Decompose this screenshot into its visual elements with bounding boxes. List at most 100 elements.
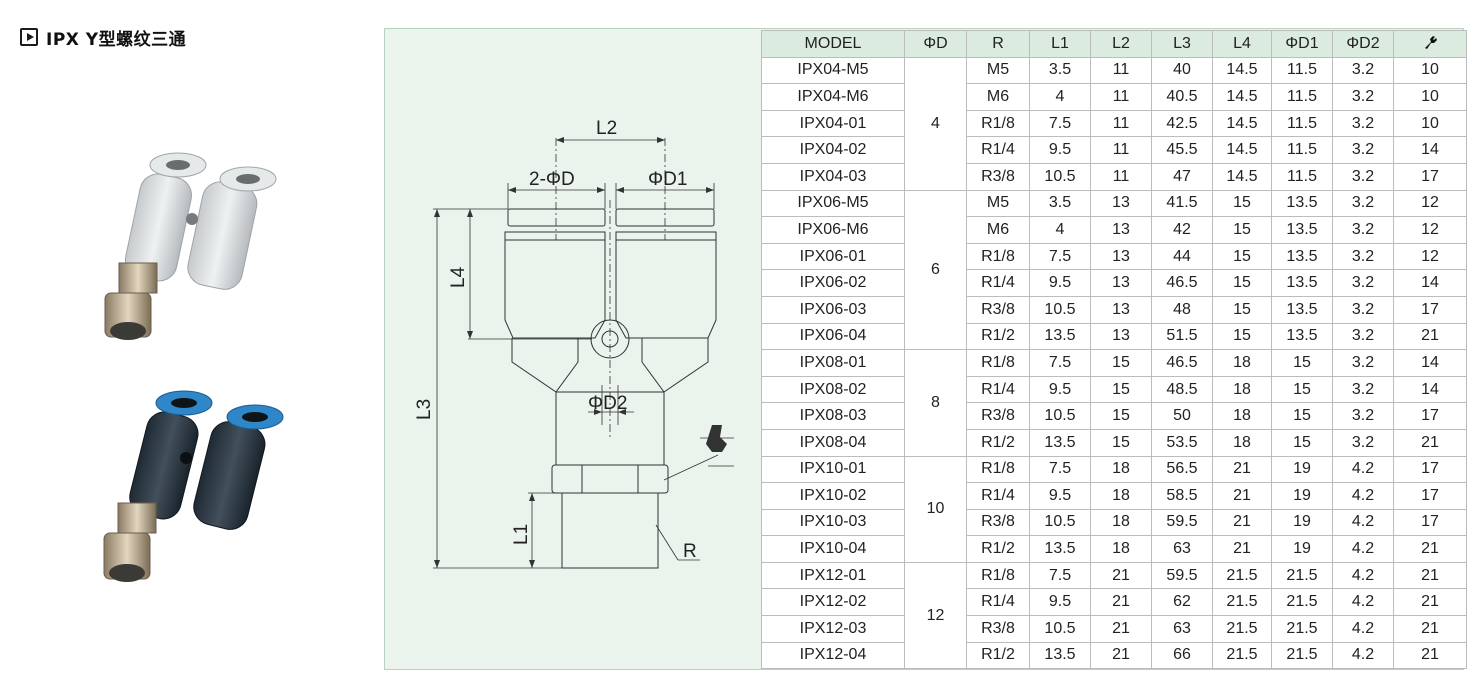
label-l1: L1 [511, 524, 532, 545]
cell-l1: 10.5 [1029, 615, 1091, 643]
cell-l4: 18 [1212, 428, 1272, 457]
cell-phi-d1: 21.5 [1271, 615, 1333, 643]
cell-r: R1/8 [966, 109, 1030, 138]
cell-model: IPX04-M5 [761, 56, 905, 85]
cell-l1: 9.5 [1029, 588, 1091, 617]
cell-wrench: 21 [1393, 641, 1467, 670]
cell-phi-d1: 19 [1271, 455, 1333, 484]
cell-phi-d1: 19 [1271, 535, 1333, 563]
cell-l2: 11 [1090, 162, 1152, 191]
cell-model: IPX06-M6 [761, 216, 905, 244]
cell-l1: 13.5 [1029, 322, 1091, 351]
cell-l4: 15 [1212, 216, 1272, 244]
label-phi-d1: ΦD1 [648, 169, 687, 190]
cell-model: IPX08-03 [761, 402, 905, 430]
cell-phi-d1: 13.5 [1271, 322, 1333, 351]
cell-l2: 13 [1090, 322, 1152, 351]
cell-r: M5 [966, 189, 1030, 218]
cell-phi-d2: 3.2 [1332, 375, 1394, 404]
label-r: R [683, 541, 697, 562]
cell-l4: 21.5 [1212, 615, 1272, 643]
play-icon [20, 28, 38, 46]
cell-l2: 11 [1090, 83, 1152, 111]
cell-l3: 46.5 [1151, 269, 1213, 297]
cell-l4: 15 [1212, 242, 1272, 271]
cell-l2: 15 [1090, 349, 1152, 377]
cell-l3: 58.5 [1151, 482, 1213, 510]
cell-model: IPX10-03 [761, 508, 905, 537]
cell-l1: 9.5 [1029, 375, 1091, 404]
cell-r: R1/2 [966, 641, 1030, 670]
cell-l1: 4 [1029, 83, 1091, 111]
title-text: IPX Y型螺纹三通 [46, 29, 187, 50]
cell-phi-d2: 4.2 [1332, 615, 1394, 643]
section-title: IPX Y型螺纹三通 [20, 26, 187, 50]
cell-l2: 21 [1090, 561, 1152, 590]
cell-phi-d1: 11.5 [1271, 136, 1333, 164]
header-phi-d1: ΦD1 [1271, 30, 1333, 58]
cell-r: R1/2 [966, 322, 1030, 351]
cell-r: M6 [966, 83, 1030, 111]
cell-l2: 21 [1090, 588, 1152, 617]
cell-wrench: 17 [1393, 295, 1467, 324]
cell-model: IPX08-04 [761, 428, 905, 457]
cell-l1: 9.5 [1029, 482, 1091, 510]
header-l2: L2 [1090, 30, 1152, 58]
cell-phi-d2: 3.2 [1332, 189, 1394, 218]
cell-l3: 47 [1151, 162, 1213, 191]
cell-model: IPX08-02 [761, 375, 905, 404]
cell-wrench: 14 [1393, 349, 1467, 377]
cell-wrench: 12 [1393, 242, 1467, 271]
cell-phi-d1: 19 [1271, 482, 1333, 510]
cell-model: IPX04-01 [761, 109, 905, 138]
cell-model: IPX06-04 [761, 322, 905, 351]
cell-wrench: 10 [1393, 109, 1467, 138]
cell-wrench: 21 [1393, 561, 1467, 590]
cell-l4: 15 [1212, 295, 1272, 324]
cell-l4: 21.5 [1212, 588, 1272, 617]
cell-phi-d2: 3.2 [1332, 295, 1394, 324]
cell-l3: 44 [1151, 242, 1213, 271]
cell-l2: 13 [1090, 242, 1152, 271]
cell-l3: 53.5 [1151, 428, 1213, 457]
cell-l3: 45.5 [1151, 136, 1213, 164]
cell-r: R3/8 [966, 295, 1030, 324]
cell-l4: 14.5 [1212, 162, 1272, 191]
cell-l2: 13 [1090, 189, 1152, 218]
cell-l1: 7.5 [1029, 455, 1091, 484]
header-l3: L3 [1151, 30, 1213, 58]
cell-l2: 11 [1090, 56, 1152, 85]
cell-r: R1/8 [966, 242, 1030, 271]
cell-model: IPX06-01 [761, 242, 905, 271]
cell-l2: 18 [1090, 455, 1152, 484]
product-image-grey [104, 152, 277, 340]
cell-wrench: 10 [1393, 83, 1467, 111]
cell-l2: 13 [1090, 269, 1152, 297]
cell-l3: 40 [1151, 56, 1213, 85]
label-l2: L2 [596, 118, 617, 139]
cell-phi-d2: 3.2 [1332, 349, 1394, 377]
cell-l3: 51.5 [1151, 322, 1213, 351]
cell-l4: 15 [1212, 189, 1272, 218]
cell-wrench: 14 [1393, 136, 1467, 164]
cell-r: R3/8 [966, 402, 1030, 430]
header-model: MODEL [761, 30, 905, 58]
cell-l1: 10.5 [1029, 162, 1091, 191]
cell-l2: 21 [1090, 641, 1152, 670]
cell-model: IPX04-02 [761, 136, 905, 164]
cell-l3: 66 [1151, 641, 1213, 670]
cell-phi-d2: 3.2 [1332, 242, 1394, 271]
cell-phi-d2: 3.2 [1332, 136, 1394, 164]
cell-model: IPX10-01 [761, 455, 905, 484]
cell-l2: 15 [1090, 428, 1152, 457]
cell-l4: 18 [1212, 375, 1272, 404]
cell-wrench: 21 [1393, 588, 1467, 617]
cell-l3: 62 [1151, 588, 1213, 617]
cell-phi-d: 8 [904, 349, 967, 457]
